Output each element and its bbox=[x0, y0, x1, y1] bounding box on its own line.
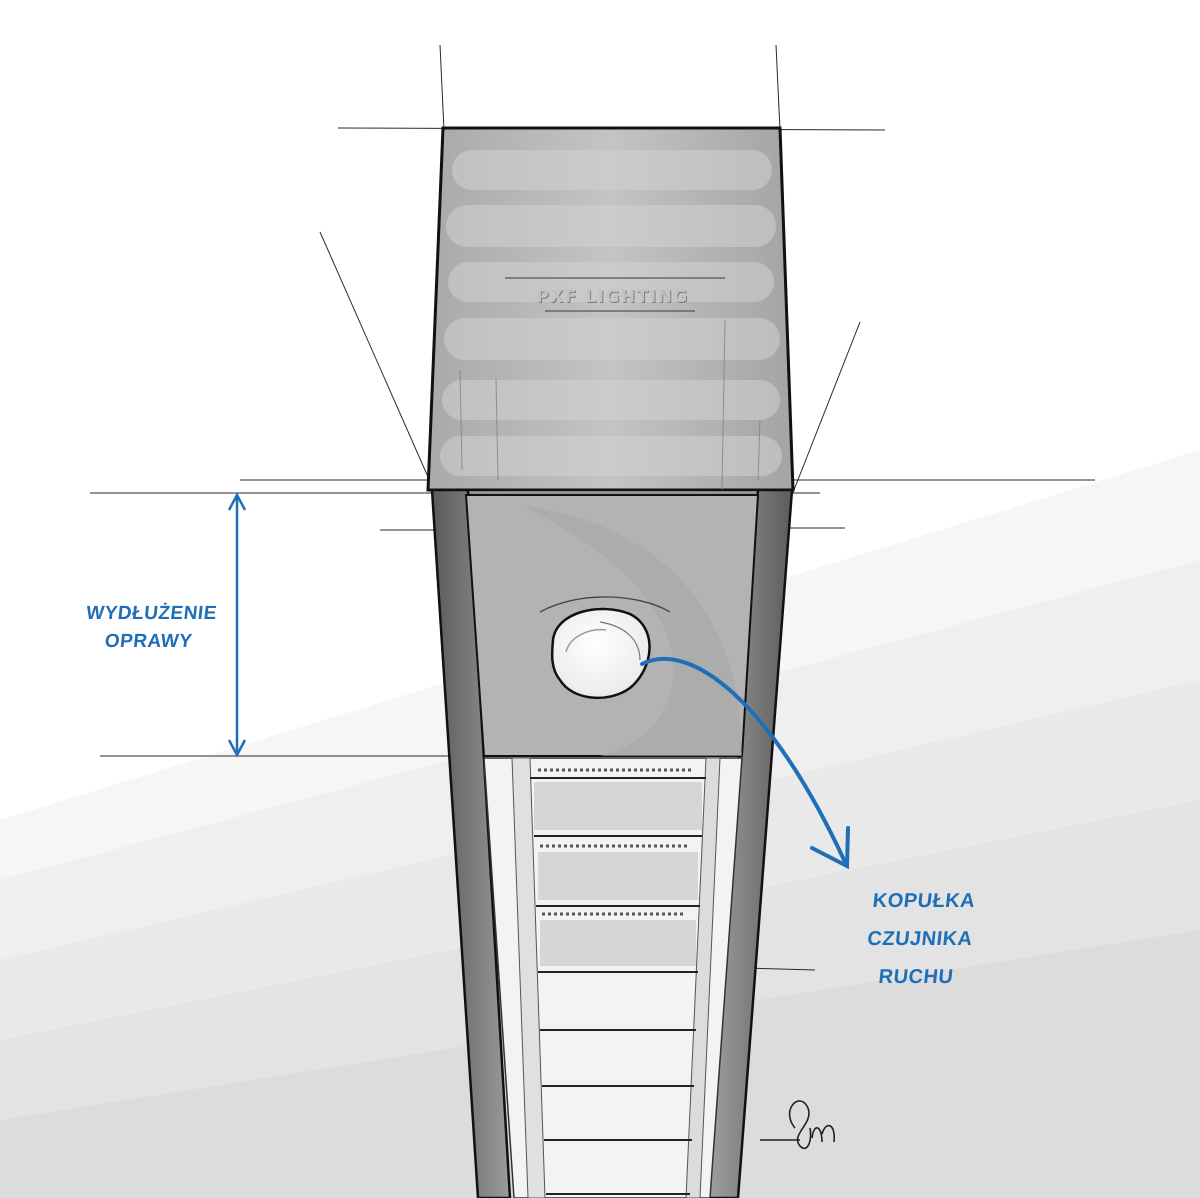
sensor-dome-icon bbox=[539, 596, 671, 700]
extension-label: WYDŁUŻENIE OPRAWY bbox=[57, 600, 243, 656]
double-arrow-icon bbox=[227, 492, 247, 758]
luminaire-cap bbox=[426, 126, 795, 492]
sensor-label-line1: KOPUŁKA bbox=[871, 890, 977, 912]
sensor-label: KOPUŁKA CZUJNIKA RUCHU bbox=[814, 882, 1026, 996]
extension-label-line1: WYDŁUŻENIE bbox=[85, 603, 218, 624]
brand-logo: PXF LIGHTING bbox=[536, 287, 689, 307]
louver-diffuser bbox=[483, 757, 743, 1198]
sensor-label-line2: CZUJNIKA bbox=[866, 928, 974, 950]
curved-arrow-icon bbox=[640, 656, 850, 870]
sensor-label-line3: RUCHU bbox=[877, 966, 955, 988]
signature-icon bbox=[760, 1100, 836, 1150]
extension-label-line2: OPRAWY bbox=[103, 631, 194, 652]
